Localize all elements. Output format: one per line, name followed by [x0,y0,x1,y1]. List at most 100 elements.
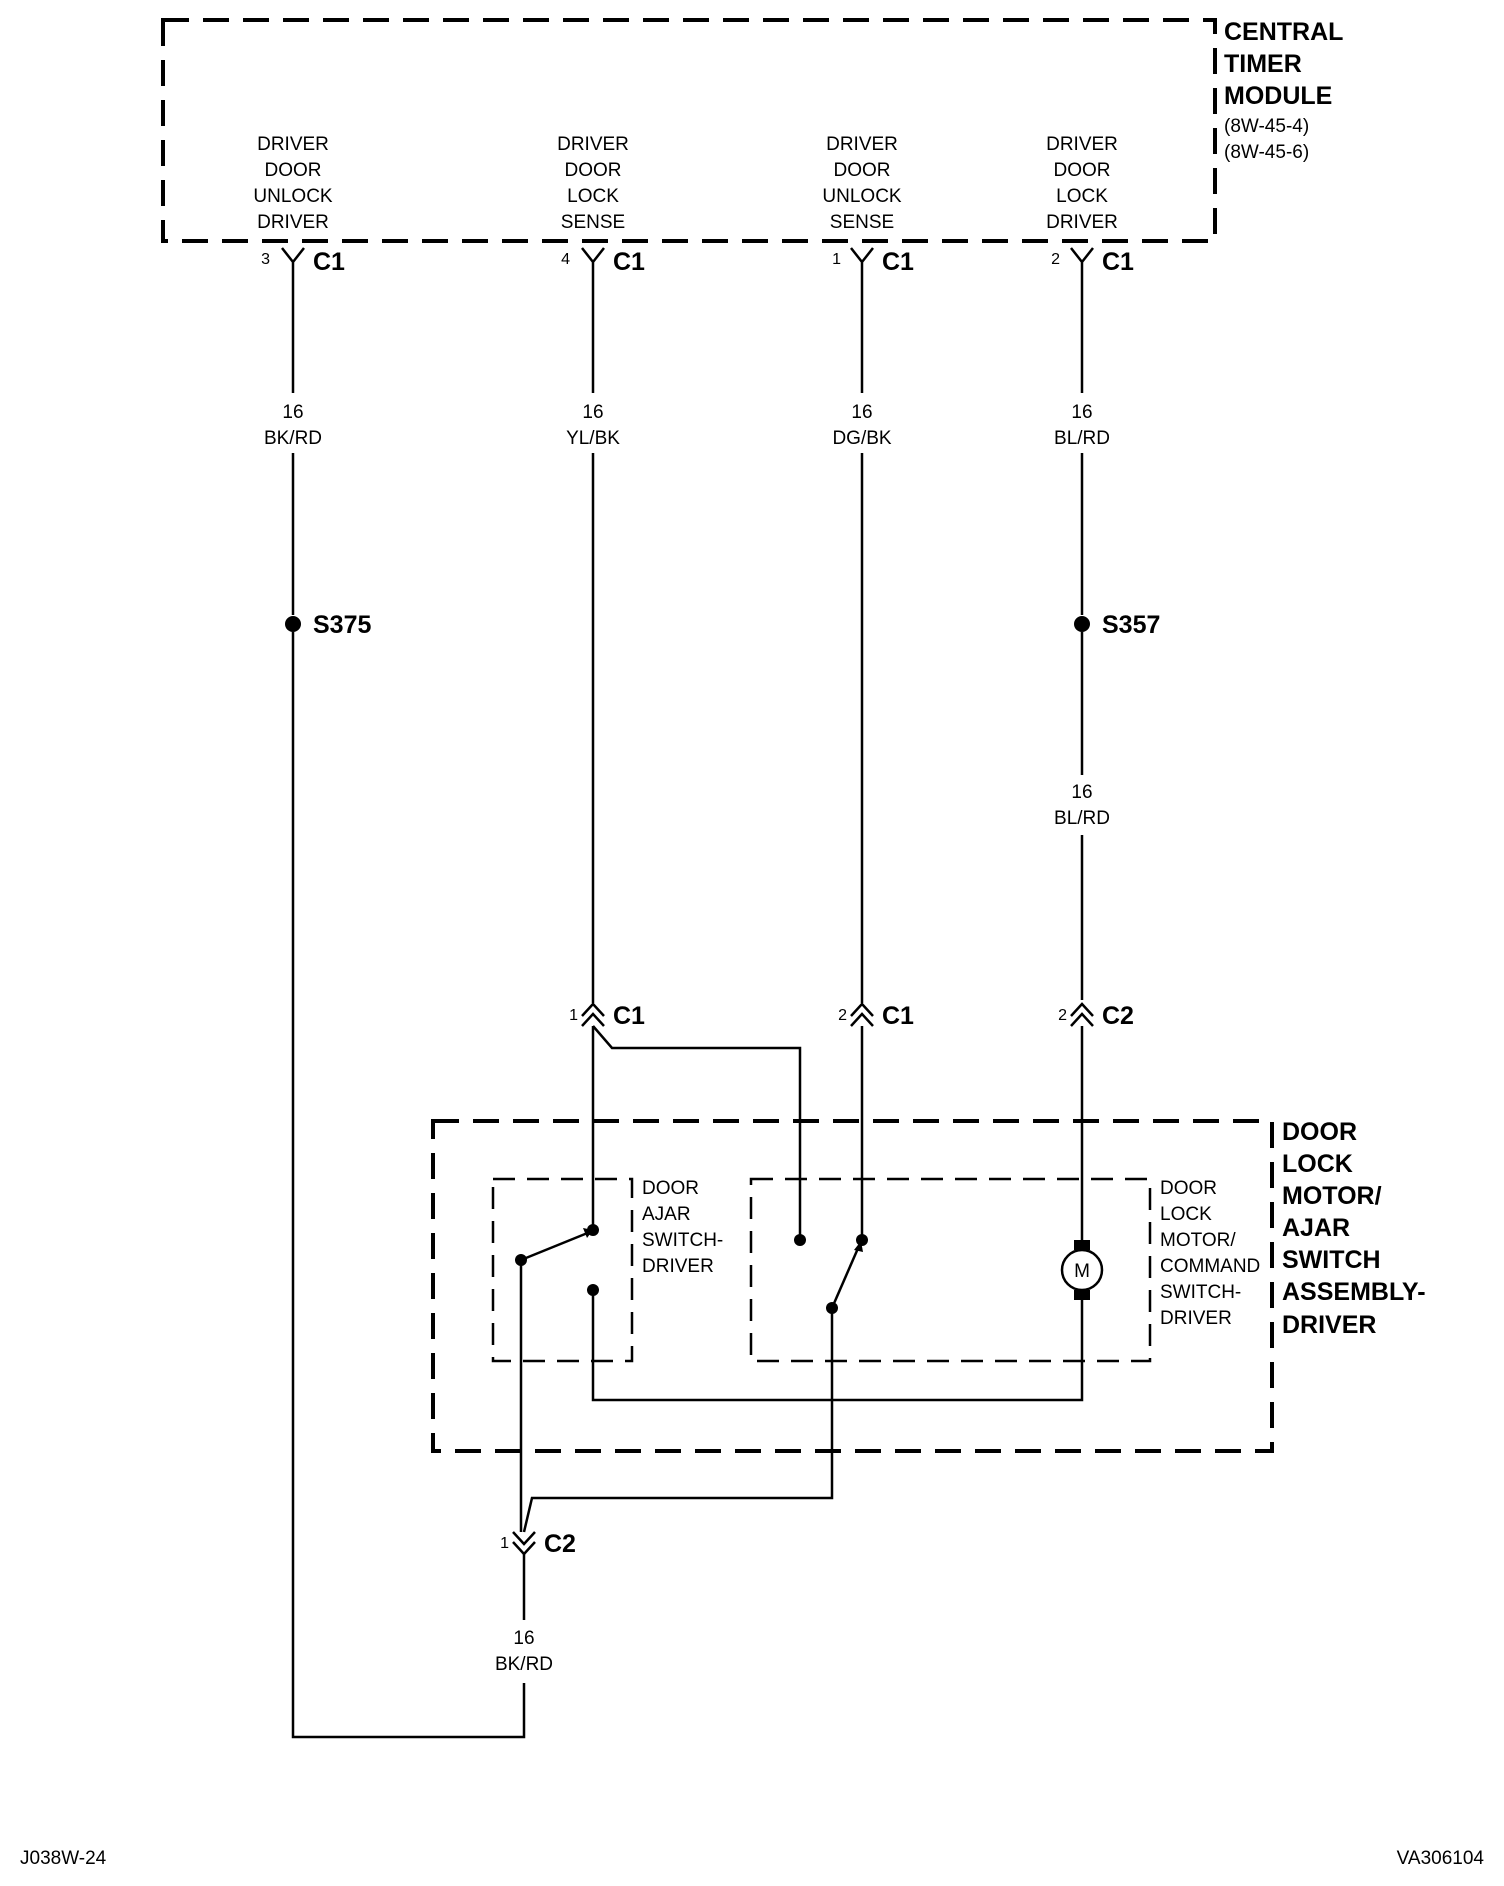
pin-number: 3 [261,251,270,268]
wire-gauge: 16 [1071,402,1092,423]
wire-gauge: 16 [282,402,303,423]
wire-gauge: 16 [851,402,872,423]
assembly-connector-c1-pin1: 1 C1 [569,1002,645,1030]
wire-gauge: 16 [582,402,603,423]
door-lock-motor-command-switch-box [749,1177,1152,1363]
wire-command-switch-common [522,1308,834,1533]
ctm-connector-pin2: 2 C1 [1051,247,1134,276]
splice-s357: S357 [1074,611,1160,639]
ctm-title-line: MODULE [1224,82,1332,110]
door-lock-motor: M [1060,1240,1104,1300]
pin-label-line: LOCK [567,186,619,207]
sub-label-line: DOOR [1160,1178,1217,1199]
wire-color: BK/RD [264,428,322,449]
ctm-title-line: TIMER [1224,50,1302,78]
assembly-title-line: LOCK [1282,1150,1353,1178]
pin-number: 1 [500,1535,509,1552]
sub-label-line: DOOR [642,1178,699,1199]
pin-number: 2 [1051,251,1060,268]
connector-id: C1 [313,248,345,276]
wire-color: YL/BK [566,428,620,449]
ctm-ref: (8W-45-4) [1224,116,1309,137]
assembly-title: DOOR LOCK MOTOR/ AJAR SWITCH ASSEMBLY- D… [1282,1118,1426,1339]
door-lock-motor-ajar-switch-assembly-box [431,1119,1274,1453]
door-ajar-switch-label: DOOR AJAR SWITCH- DRIVER [642,1178,723,1277]
assembly-title-line: AJAR [1282,1214,1350,1242]
motor-symbol: M [1074,1261,1090,1282]
assembly-title-line: SWITCH [1282,1246,1381,1274]
pin-label-line: DRIVER [1046,212,1118,233]
assembly-connector-c2-pin1: 1 C2 [500,1530,576,1558]
connector-id: C2 [544,1530,576,1558]
pin-label-line: DRIVER [826,134,898,155]
splice-s375: S375 [285,611,371,639]
wire-bl-rd-upper: 16 BL/RD [1054,272,1110,615]
central-timer-module-box [161,18,1217,243]
ctm-title-line: CENTRAL [1224,18,1343,46]
assembly-title-line: ASSEMBLY- [1282,1278,1426,1306]
assembly-title-line: MOTOR/ [1282,1182,1382,1210]
wire-bk-rd-ground-run [291,632,526,1739]
door-lock-motor-command-switch-label: DOOR LOCK MOTOR/ COMMAND SWITCH- DRIVER [1160,1178,1260,1329]
wire-gauge: 16 [513,1628,534,1649]
pin-label-line: UNLOCK [253,186,333,207]
pin-label-line: DOOR [565,160,622,181]
wire-lock-sense-jumper [592,1025,802,1240]
pin-number: 1 [569,1007,578,1024]
wire-gauge: 16 [1071,782,1092,803]
sub-label-line: AJAR [642,1204,691,1225]
pin-label-line: DRIVER [257,134,329,155]
sub-label-line: DRIVER [642,1256,714,1277]
ctm-ref: (8W-45-6) [1224,142,1309,163]
connector-id: C1 [882,248,914,276]
wire-yl-bk: 16 YL/BK [566,272,620,1003]
connector-id: C2 [1102,1002,1134,1030]
sub-label-line: COMMAND [1160,1256,1260,1277]
splice-id: S375 [313,611,371,639]
splice-id: S357 [1102,611,1160,639]
ctm-pin-unlock-sense: DRIVER DOOR UNLOCK SENSE [822,134,902,233]
assembly-title-line: DOOR [1282,1118,1357,1146]
wire-color: BK/RD [495,1654,553,1675]
pin-number: 1 [832,251,841,268]
pin-label-line: DRIVER [1046,134,1118,155]
assembly-connector-c1-pin2: 2 C1 [838,1002,914,1030]
wire-color: DG/BK [832,428,891,449]
sub-label-line: DRIVER [1160,1308,1232,1329]
pin-label-line: DOOR [1054,160,1111,181]
wire-bk-rd-lower: 16 BK/RD [495,1554,553,1675]
ctm-connector-pin3: 3 C1 [261,247,345,276]
sub-label-line: SWITCH- [1160,1282,1241,1303]
wire-bk-rd-upper: 16 BK/RD [264,272,322,615]
wire-color: BL/RD [1054,808,1110,829]
ctm-connector-pin1: 1 C1 [832,247,914,276]
ctm-connector-pin4: 4 C1 [561,247,645,276]
footer-figure-id: VA306104 [1397,1848,1485,1869]
connector-id: C1 [1102,248,1134,276]
pin-label-line: DOOR [265,160,322,181]
pin-label-line: SENSE [830,212,894,233]
pin-number: 4 [561,251,570,268]
central-timer-module-title: CENTRAL TIMER MODULE (8W-45-4) (8W-45-6) [1224,18,1343,163]
wire-color: BL/RD [1054,428,1110,449]
pin-label-line: DRIVER [257,212,329,233]
connector-id: C1 [882,1002,914,1030]
assembly-connector-c2-pin2: 2 C2 [1058,1002,1134,1030]
pin-number: 2 [1058,1007,1067,1024]
pin-label-line: SENSE [561,212,625,233]
sub-label-line: LOCK [1160,1204,1212,1225]
assembly-title-line: DRIVER [1282,1311,1376,1339]
ctm-pin-lock-sense: DRIVER DOOR LOCK SENSE [557,134,629,233]
wire-bl-rd-lower: 16 BL/RD [1054,632,1110,1000]
pin-number: 2 [838,1007,847,1024]
pin-label-line: UNLOCK [822,186,902,207]
connector-id: C1 [613,248,645,276]
footer-diagram-id: J038W-24 [20,1848,107,1869]
pin-label-line: DRIVER [557,134,629,155]
door-ajar-switch-box [491,1177,634,1363]
connector-id: C1 [613,1002,645,1030]
door-ajar-switch [515,1224,599,1296]
ctm-pin-lock-driver: DRIVER DOOR LOCK DRIVER [1046,134,1118,233]
wire-dg-bk: 16 DG/BK [832,272,892,1003]
